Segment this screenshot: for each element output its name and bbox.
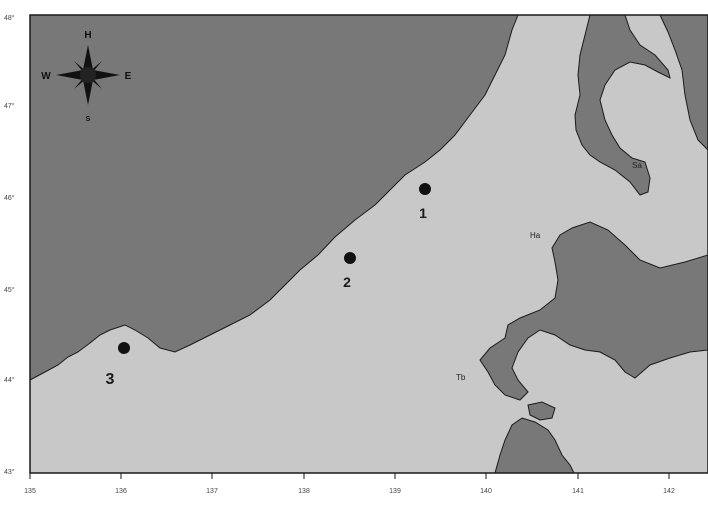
x-tick-label: 135 — [24, 488, 36, 495]
y-tick-label: 48° — [4, 14, 15, 22]
x-tick-label: 138 — [298, 488, 310, 495]
southern-land — [494, 417, 575, 474]
x-tick-label: 136 — [115, 488, 127, 495]
x-tick-label: 140 — [480, 488, 492, 495]
y-tick-label: 46° — [4, 194, 15, 202]
compass-east: E — [125, 71, 132, 82]
northern-island — [574, 14, 671, 196]
compass-south: S — [86, 116, 91, 123]
y-tick-label: 45° — [4, 286, 15, 294]
x-tick-label: 142 — [663, 488, 675, 495]
northeast-land — [659, 14, 708, 151]
y-tick-label: 43° — [4, 468, 15, 476]
station-marker-1[interactable] — [419, 183, 431, 195]
station-label-3: 3 — [106, 371, 115, 388]
station-marker-2[interactable] — [344, 252, 356, 264]
place-label-tb: Tb — [456, 373, 466, 382]
x-axis — [29, 473, 670, 479]
hokkaido-island — [479, 221, 708, 401]
y-tick-label: 47° — [4, 102, 15, 110]
y-axis: 48° 47° 46° 45° 44° 43° — [4, 14, 15, 476]
x-tick-label: 141 — [572, 488, 584, 495]
station-label-1: 1 — [419, 205, 427, 221]
compass-north: H — [84, 30, 91, 41]
peninsula-tip — [527, 401, 556, 421]
x-tick-label: 139 — [389, 488, 401, 495]
place-label-ha: Ha — [530, 231, 541, 240]
compass-rose-icon: H S E W — [41, 30, 131, 123]
y-tick-label: 44° — [4, 376, 15, 384]
station-label-2: 2 — [343, 274, 351, 290]
mainland — [29, 14, 519, 381]
station-marker-3[interactable] — [118, 342, 130, 354]
x-tick-label: 137 — [206, 488, 218, 495]
place-label-sa: Sa — [632, 161, 642, 170]
compass-west: W — [41, 71, 51, 82]
map-border — [29, 14, 708, 474]
x-axis-labels: 135 136 137 138 139 140 141 142 — [24, 488, 675, 495]
